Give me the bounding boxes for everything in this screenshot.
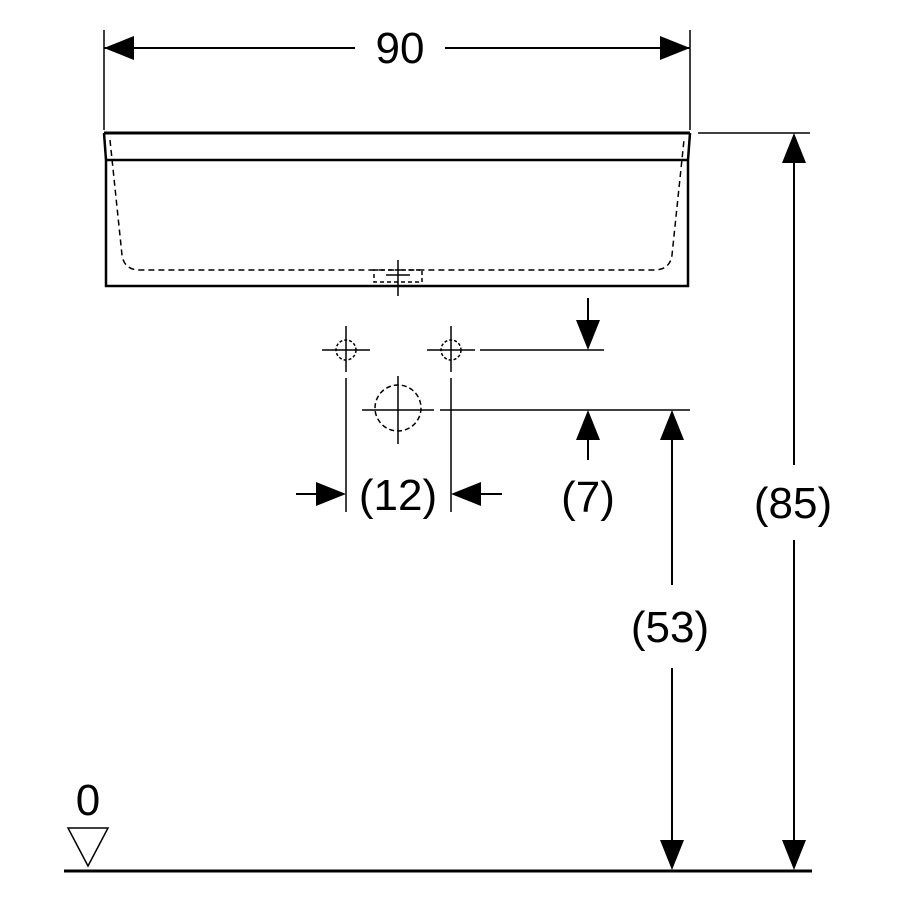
upper-reference-arrow	[480, 298, 604, 351]
waste-outlet	[362, 376, 690, 444]
basin-outline	[102, 131, 692, 296]
outlet-height-label: (53)	[631, 603, 709, 652]
total-height-dimension: (85)	[698, 132, 832, 870]
offset-dimension: (7)	[561, 410, 615, 522]
outlet-height-dimension: (53)	[631, 410, 709, 870]
width-label: 90	[376, 24, 425, 73]
total-height-label: (85)	[754, 479, 832, 528]
floor-level-label: 0	[76, 776, 100, 825]
floor-level: 0	[64, 776, 812, 873]
supply-connection-left	[322, 326, 370, 372]
spacing-label: (12)	[359, 471, 437, 520]
supply-connection-right	[427, 326, 475, 372]
offset-label: (7)	[561, 473, 615, 522]
spacing-dimension: (12)	[296, 378, 502, 520]
width-dimension: 90	[103, 24, 691, 130]
